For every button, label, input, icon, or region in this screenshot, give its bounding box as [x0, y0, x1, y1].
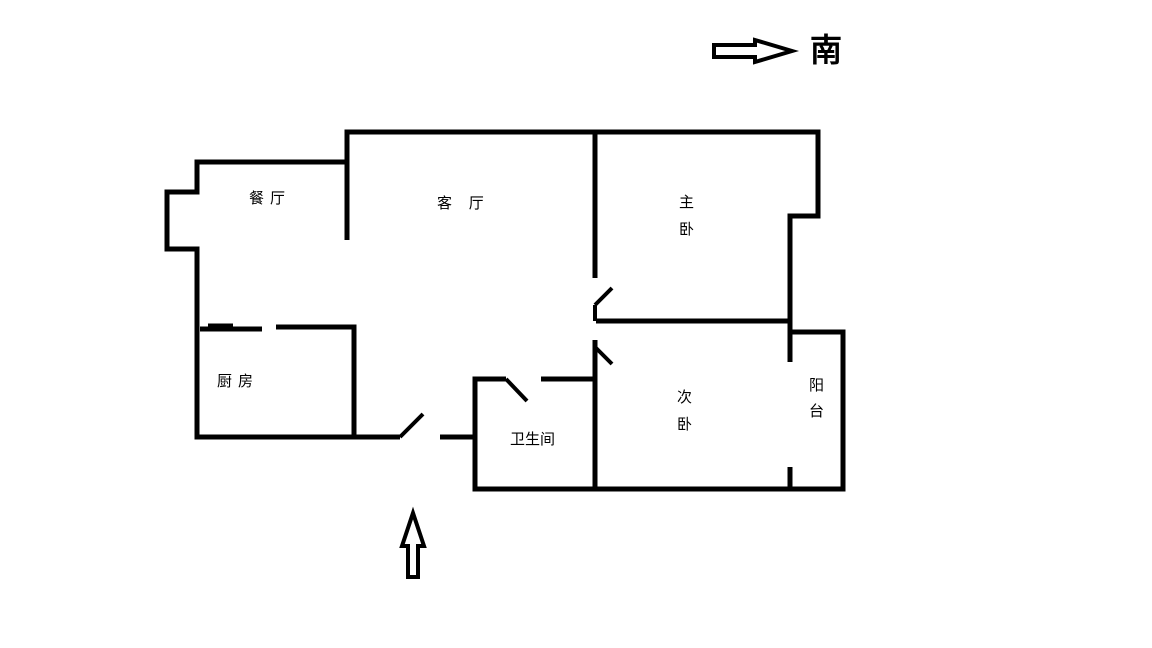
room-label-second-1: 次 [677, 388, 692, 406]
room-label-kitchen: 厨房 [217, 372, 259, 390]
up-arrow-icon [399, 506, 427, 579]
room-labels: 餐厅 客 厅 主 卧 厨房 卫生间 次 卧 阳 台 [217, 189, 824, 448]
bathroom-door [504, 377, 529, 403]
doors [398, 286, 614, 439]
right-arrow-icon [712, 37, 800, 65]
compass: 南 [712, 31, 842, 69]
room-label-second-2: 卧 [677, 415, 692, 433]
room-label-master-2: 卧 [679, 220, 694, 238]
room-label-master-1: 主 [679, 193, 694, 211]
walls [164, 129, 846, 492]
compass-label: 南 [810, 31, 842, 69]
second-bedroom-door [593, 345, 614, 366]
master-bedroom-door [593, 286, 614, 307]
wall-balcony [472, 329, 846, 492]
wall-dining-exterior [164, 159, 357, 440]
room-label-dining: 餐厅 [249, 189, 291, 207]
room-label-balcony-2: 台 [809, 402, 824, 420]
room-label-living: 客 厅 [437, 194, 490, 212]
entrance-door [398, 412, 425, 439]
wall-living-top [344, 129, 821, 362]
room-label-bathroom: 卫生间 [510, 430, 555, 448]
room-label-balcony-1: 阳 [809, 376, 824, 394]
